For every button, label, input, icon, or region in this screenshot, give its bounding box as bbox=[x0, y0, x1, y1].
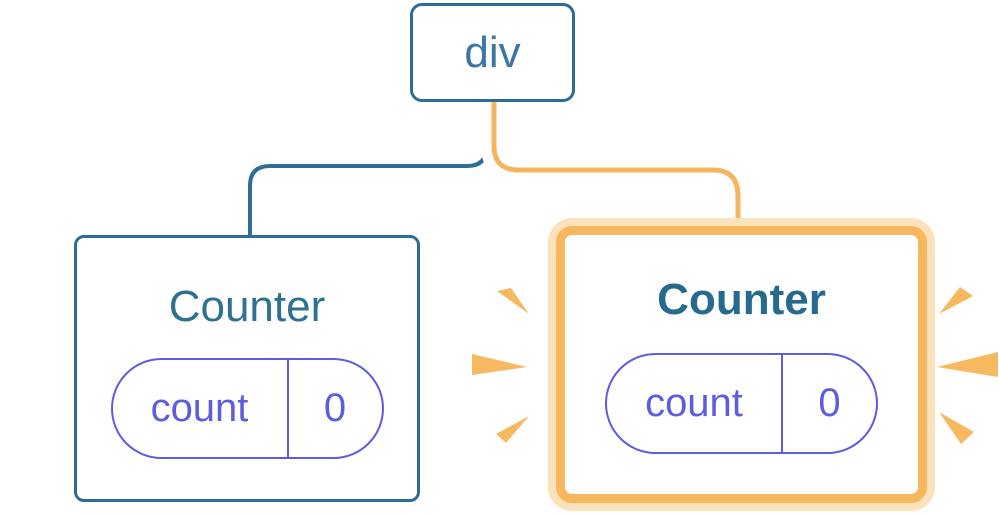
state-value-right: 0 bbox=[818, 381, 841, 425]
counter-title-right: Counter bbox=[657, 275, 826, 324]
burst-icon bbox=[2, 356, 56, 378]
connector-right-casing bbox=[481, 95, 751, 232]
state-pill-right: count 0 bbox=[605, 353, 878, 454]
root-node-label: div bbox=[464, 27, 521, 77]
state-pill-left: count 0 bbox=[110, 358, 384, 459]
burst-marks-right bbox=[937, 287, 998, 444]
state-key-right: count bbox=[607, 355, 783, 452]
burst-icon bbox=[937, 352, 998, 377]
burst-icon bbox=[939, 287, 973, 314]
burst-icon bbox=[939, 412, 974, 444]
burst-icon bbox=[496, 416, 529, 443]
counter-title-left: Counter bbox=[168, 282, 326, 331]
connector-right-child bbox=[491, 95, 741, 232]
burst-marks-middle bbox=[472, 288, 529, 443]
state-key-left: count bbox=[113, 360, 289, 457]
root-node-div: div bbox=[410, 3, 575, 102]
state-value-left: 0 bbox=[323, 386, 347, 430]
burst-icon bbox=[19, 292, 53, 319]
counter-card-left: Counter count 0 bbox=[74, 235, 420, 502]
burst-icon bbox=[497, 288, 529, 314]
burst-marks-left bbox=[2, 292, 56, 451]
burst-icon bbox=[19, 421, 56, 451]
connector-left-child bbox=[248, 95, 489, 240]
counter-card-right-highlighted: Counter count 0 bbox=[556, 226, 927, 503]
burst-icon bbox=[472, 354, 527, 375]
